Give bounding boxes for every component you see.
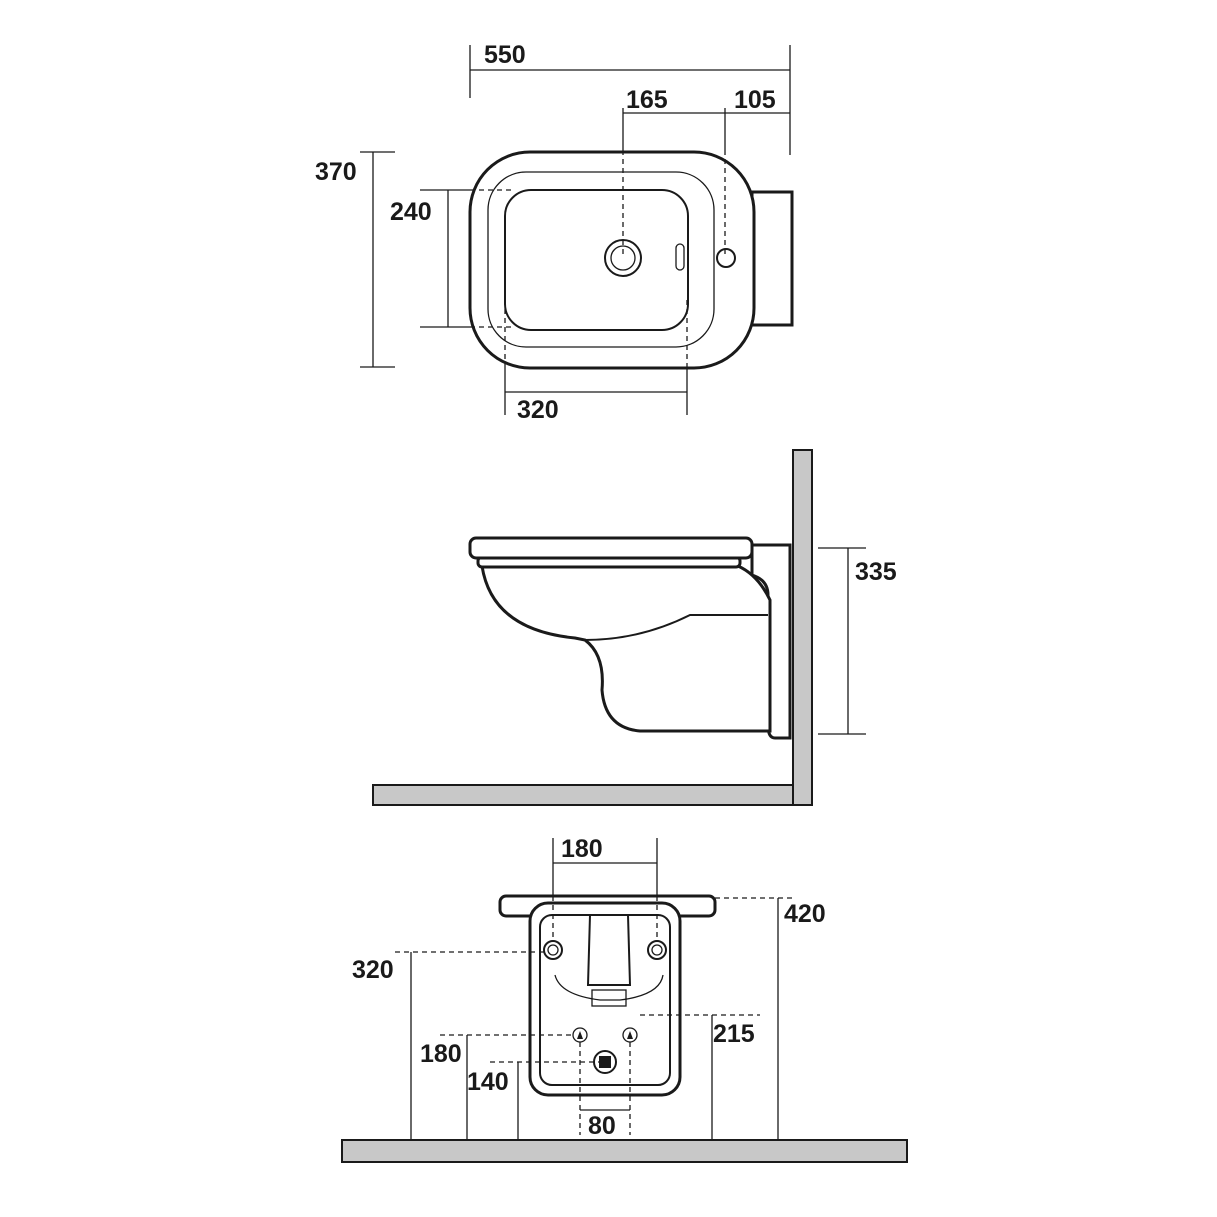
basin xyxy=(504,189,689,331)
floor xyxy=(341,1139,908,1163)
dim-waste-height: 140 xyxy=(467,1068,509,1096)
dim-width: 550 xyxy=(484,41,526,69)
wall xyxy=(792,449,813,806)
seat-rim xyxy=(468,536,754,560)
dim-overall-height: 420 xyxy=(784,900,826,928)
dim-drain-offset: 165 xyxy=(626,86,668,114)
rear-body xyxy=(528,901,682,1097)
fixing-hole-right xyxy=(647,940,667,960)
dim-basin-depth: 240 xyxy=(390,198,432,226)
dim-supply-spacing: 80 xyxy=(588,1112,616,1140)
floor xyxy=(372,784,813,806)
wall-bracket xyxy=(750,190,794,327)
dim-tap-offset: 105 xyxy=(734,86,776,114)
fixing-hole-left xyxy=(543,940,563,960)
rear-view: 180 420 320 215 180 140 80 xyxy=(341,835,908,1163)
overflow-slot xyxy=(675,243,685,271)
dim-inlet-height: 215 xyxy=(713,1020,755,1048)
bidet-body xyxy=(480,564,772,733)
dim-basin-width: 320 xyxy=(517,396,559,424)
rim xyxy=(487,171,715,348)
bidet-outline xyxy=(468,150,756,370)
top-view: 550 165 105 370 240 320 xyxy=(315,41,794,424)
dim-supply-height: 180 xyxy=(420,1040,462,1068)
side-view: 335 xyxy=(372,449,897,806)
dim-fixing-spacing: 180 xyxy=(561,835,603,863)
dim-rim-height: 335 xyxy=(855,558,897,586)
tap-hole xyxy=(716,248,736,268)
dim-depth: 370 xyxy=(315,158,357,186)
dim-fixing-height: 320 xyxy=(352,956,394,984)
